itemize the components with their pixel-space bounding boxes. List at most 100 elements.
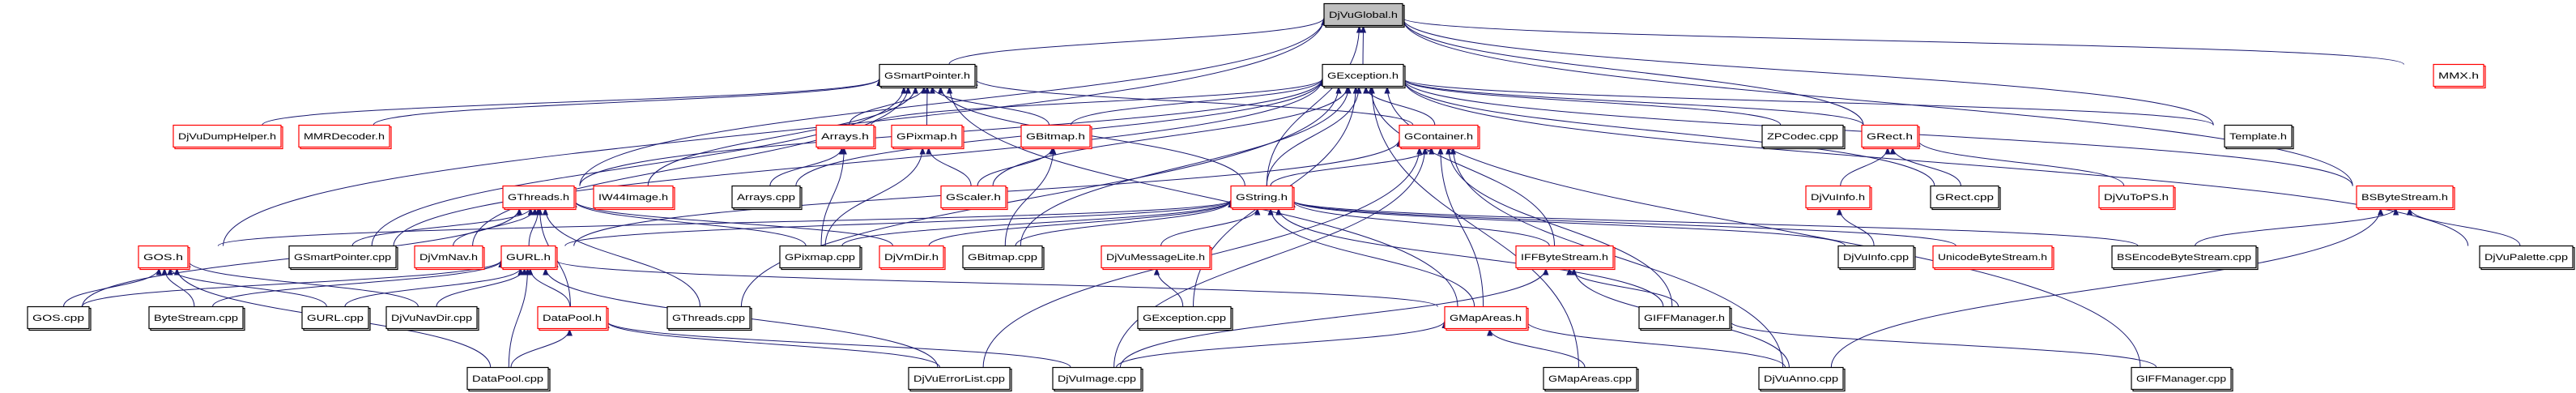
node-djvmdir-h[interactable]: DjVmDir.h (879, 245, 946, 271)
node-gurl-cpp[interactable]: GURL.cpp (301, 305, 371, 331)
node-djvupalette-cpp[interactable]: DjVuPalette.cpp (2479, 245, 2575, 271)
edge-djvupalette-cpp-to-gexception-h (1400, 78, 2469, 246)
node-label: DjVmDir.h (884, 253, 939, 263)
node-gbitmap-h[interactable]: GBitmap.h (1020, 124, 1092, 150)
node-label: GMapAreas.cpp (1548, 374, 1632, 384)
node-label: GString.h (1236, 193, 1288, 203)
node-label: BSEncodeByteStream.cpp (2117, 253, 2251, 263)
node-box (2131, 366, 2232, 391)
edge-djvmdir-h-to-gstring-h (928, 199, 1234, 246)
node-iffbytestream-h[interactable]: IFFByteStream.h (1515, 245, 1616, 271)
edge-djvuimage-cpp-to-gmapareas-h (1116, 320, 1448, 368)
node-gbitmap-cpp[interactable]: GBitmap.cpp (962, 245, 1045, 271)
node-gthreads-cpp[interactable]: GThreads.cpp (666, 305, 752, 331)
node-box (1052, 366, 1142, 391)
node-mmx-h[interactable]: MMX.h (2433, 63, 2486, 89)
node-box (1230, 185, 1293, 209)
edge-mmx-h-to-djvuglobal-h (1399, 17, 2404, 65)
node-giffmanager-cpp[interactable]: GIFFManager.cpp (2131, 366, 2233, 392)
node-gthreads-h[interactable]: GThreads.h (502, 185, 577, 211)
node-box (1137, 305, 1232, 330)
edge-djvunavdir-cpp-to-gurl-h (436, 267, 528, 307)
node-box (138, 245, 189, 269)
node-bytestream-cpp[interactable]: ByteStream.cpp (148, 305, 245, 331)
node-label: DjVuPalette.cpp (2484, 253, 2568, 263)
edge-arrays-h-to-gexception-h (870, 78, 1326, 126)
edge-djvunavdir-cpp-to-gos-h (185, 259, 419, 307)
edge-template-h-to-gexception-h (1400, 78, 2214, 126)
node-box (2098, 185, 2174, 209)
node-label: IW44Image.h (598, 193, 668, 203)
edge-djvuimage-cpp-to-iffbytestream-h (1119, 267, 1549, 368)
node-gos-h[interactable]: GOS.h (138, 245, 190, 271)
node-zpcodec-cpp[interactable]: ZPCodec.cpp (1761, 124, 1846, 150)
node-gpixmap-h[interactable]: GPixmap.h (891, 124, 964, 150)
node-datapool-h[interactable]: DataPool.h (537, 305, 609, 331)
node-djvunavdir-cpp[interactable]: DjVuNavDir.cpp (385, 305, 479, 331)
node-gexception-h[interactable]: GException.h (1322, 63, 1406, 89)
node-djvuinfo-cpp[interactable]: DjVuInfo.cpp (1837, 245, 1916, 271)
node-gurl-h[interactable]: GURL.h (500, 245, 558, 271)
edge-gstring-h-to-gcontainer-h (1270, 147, 1435, 186)
node-gcontainer-h[interactable]: GContainer.h (1399, 124, 1480, 150)
node-label: GContainer.h (1404, 132, 1473, 142)
node-gmapareas-cpp[interactable]: GMapAreas.cpp (1543, 366, 1639, 392)
node-box (288, 245, 397, 269)
node-label: DjVuDumpHelper.h (178, 132, 276, 142)
node-gmapareas-h[interactable]: GMapAreas.h (1444, 305, 1529, 331)
node-gscaler-h[interactable]: GScaler.h (940, 185, 1008, 211)
node-label: DjVuImage.cpp (1058, 374, 1136, 384)
node-djvuinfo-h[interactable]: DjVuInfo.h (1805, 185, 1872, 211)
node-label: DjVuInfo.h (1811, 193, 1865, 203)
edge-unicodebytestream-h-to-gstring-h (1289, 199, 1956, 246)
node-bsbytestream-h[interactable]: BSByteStream.h (2356, 185, 2455, 211)
node-box (779, 245, 861, 269)
node-djvuglobal-h[interactable]: DjVuGlobal.h (1323, 2, 1405, 28)
node-box (1020, 124, 1091, 148)
edge-djvuinfo-cpp-to-gstring-h (1289, 199, 1846, 246)
node-label: MMRDecoder.h (304, 132, 385, 142)
node-iw44image-h[interactable]: IW44Image.h (593, 185, 675, 211)
node-mmrdecoder-h[interactable]: MMRDecoder.h (298, 124, 392, 150)
node-djvudumphelper-h[interactable]: DjVuDumpHelper.h (172, 124, 283, 150)
node-arrays-cpp[interactable]: Arrays.cpp (731, 185, 803, 211)
node-label: GException.cpp (1143, 314, 1226, 323)
node-djvuerrorlist-cpp[interactable]: DjVuErrorList.cpp (908, 366, 1012, 392)
node-gos-cpp[interactable]: GOS.cpp (27, 305, 92, 331)
node-box (1399, 124, 1479, 148)
edge-gscaler-h-to-gpixmap-h (926, 147, 972, 186)
node-grect-cpp[interactable]: GRect.cpp (1930, 185, 2001, 211)
edge-mmrdecoder-h-to-gsmartpointer-h (373, 78, 883, 126)
edge-arrays-cpp-to-arrays-h (769, 147, 845, 186)
node-box (466, 366, 549, 391)
node-giffmanager-h[interactable]: GIFFManager.h (1638, 305, 1732, 331)
node-label: DjVuInfo.cpp (1843, 253, 1909, 263)
node-gsmartpointer-cpp[interactable]: GSmartPointer.cpp (288, 245, 398, 271)
node-datapool-cpp[interactable]: DataPool.cpp (466, 366, 551, 392)
node-gexception-cpp[interactable]: GException.cpp (1137, 305, 1233, 331)
node-gstring-h[interactable]: GString.h (1230, 185, 1295, 211)
node-label: GThreads.cpp (672, 314, 745, 323)
node-bsencodebytestream-cpp[interactable]: BSEncodeByteStream.cpp (2111, 245, 2259, 271)
node-djvuanno-cpp[interactable]: DjVuAnno.cpp (1758, 366, 1846, 392)
node-arrays-h[interactable]: Arrays.h (815, 124, 876, 150)
edge-giffmanager-cpp-to-giffmanager-h (1727, 320, 2157, 368)
node-gpixmap-cpp[interactable]: GPixmap.cpp (779, 245, 862, 271)
node-djvutops-h[interactable]: DjVuToPS.h (2098, 185, 2176, 211)
node-gsmartpointer-h[interactable]: GSmartPointer.h (879, 63, 977, 89)
node-template-h[interactable]: Template.h (2224, 124, 2294, 150)
node-label: GSmartPointer.cpp (294, 253, 391, 263)
node-djvuimage-cpp[interactable]: DjVuImage.cpp (1052, 366, 1143, 392)
node-djvumessagelite-h[interactable]: DjVuMessageLite.h (1101, 245, 1212, 271)
node-box (301, 305, 369, 330)
edge-arrays-h-to-gsmartpointer-h (849, 86, 927, 126)
node-grect-h[interactable]: GRect.h (1861, 124, 1920, 150)
edge-gsmartpointer-cpp-to-gsmartpointer-h (371, 86, 907, 246)
node-unicodebytestream-h[interactable]: UnicodeByteStream.h (1932, 245, 2054, 271)
edge-datapool-cpp-to-datapool-h (510, 328, 573, 368)
edge-gmapareas-h-to-gurl-h (552, 259, 1438, 307)
node-label: GBitmap.cpp (968, 253, 1037, 263)
edge-gos-h-to-djvuglobal-h (223, 17, 1327, 246)
node-djvmnav-h[interactable]: DjVmNav.h (414, 245, 485, 271)
